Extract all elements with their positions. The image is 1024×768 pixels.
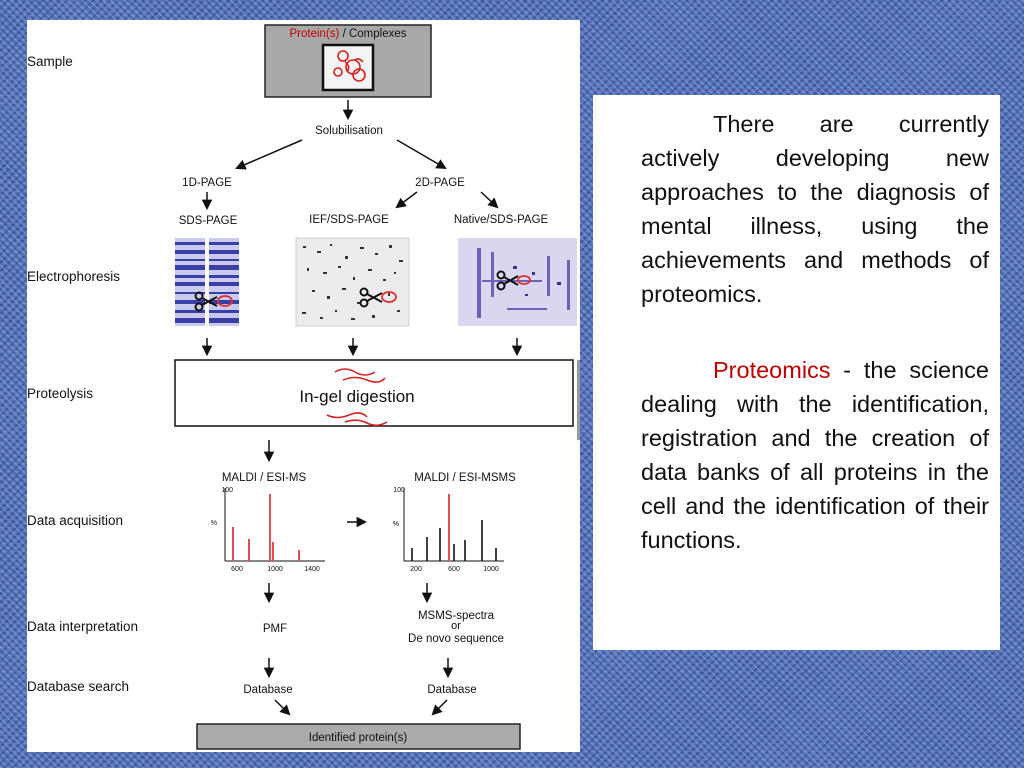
proteomics-workflow-diagram: Sample Electrophoresis Proteolysis Data …: [27, 20, 580, 752]
ief-sds-page-label: IEF/SDS-PAGE: [309, 214, 389, 226]
native-sds-page-gel-image: [458, 238, 577, 326]
identified-proteins-label: Identified protein(s): [309, 732, 408, 744]
2d-page-label: 2D-PAGE: [415, 177, 465, 189]
ms-left-x-tick-2: 1000: [267, 566, 283, 573]
description-text-panel: There are currently actively developing …: [593, 95, 1000, 650]
excised-spot-marker: [517, 275, 531, 285]
excised-spot-marker: [217, 295, 233, 307]
sample-box-title-highlight: Protein(s): [290, 28, 340, 40]
scissors-icon: [496, 270, 519, 291]
in-gel-digestion-box: In-gel digestion: [174, 359, 580, 440]
ms-left-title: MALDI / ESI-MS: [222, 472, 307, 484]
database-left-label: Database: [243, 684, 292, 696]
ms-left-y-unit: %: [211, 520, 217, 527]
de-novo-sequence-label: De novo sequence: [408, 633, 504, 645]
solubilisation-label: Solubilisation: [315, 125, 383, 137]
row-label-proteolysis: Proteolysis: [27, 386, 93, 401]
proteomics-definition: - the science dealing with the identific…: [641, 357, 989, 553]
sample-box: Protein(s) / Complexes: [264, 24, 432, 98]
or-label: or: [451, 620, 461, 632]
ms-spectrum-right: MALDI / ESI-MSMS 100 % 200 600 1000: [393, 472, 516, 573]
pmf-label: PMF: [263, 623, 287, 635]
scissors-icon: [359, 287, 383, 308]
sample-box-title: Protein(s) / Complexes: [290, 28, 407, 40]
ms-right-x-tick-3: 1000: [483, 566, 499, 573]
msms-spectra-label: MSMS-spectra: [418, 610, 495, 622]
ms-left-x-tick-1: 600: [231, 566, 243, 573]
sds-page-label: SDS-PAGE: [179, 215, 238, 227]
ms-right-y-unit: %: [393, 521, 399, 528]
row-label-database-search: Database search: [27, 679, 129, 694]
protein-complex-icon: [333, 50, 366, 82]
row-label-sample: Sample: [27, 54, 73, 69]
ms-right-x-tick-2: 600: [448, 566, 460, 573]
ms-spectrum-left: MALDI / ESI-MS 100 % 600 1000 1400: [211, 472, 325, 573]
native-sds-page-label: Native/SDS-PAGE: [454, 214, 549, 226]
database-right-label: Database: [427, 684, 476, 696]
ms-right-title: MALDI / ESI-MSMS: [414, 472, 516, 484]
identified-proteins-box: Identified protein(s): [196, 723, 521, 750]
sds-page-gel-image: [175, 238, 239, 326]
ief-sds-page-gel-image: [295, 237, 410, 327]
intro-paragraph: There are currently actively developing …: [641, 111, 989, 307]
ms-right-y-top: 100: [393, 487, 405, 494]
row-label-data-acquisition: Data acquisition: [27, 513, 123, 528]
row-label-data-interpretation: Data interpretation: [27, 619, 138, 634]
ms-left-y-top: 100: [221, 487, 233, 494]
1d-page-label: 1D-PAGE: [182, 177, 232, 189]
sample-box-title-rest: / Complexes: [339, 28, 406, 40]
peptide-fragments-icon: [326, 368, 388, 427]
row-label-electrophoresis: Electrophoresis: [27, 269, 120, 284]
excised-spot-marker: [381, 291, 397, 303]
proteomics-term: Proteomics: [713, 357, 831, 383]
ms-right-x-tick-1: 200: [410, 566, 422, 573]
scissors-icon: [194, 291, 218, 312]
definition-paragraph: Proteomics - the science dealing with th…: [641, 353, 989, 557]
ms-left-x-tick-3: 1400: [304, 566, 320, 573]
in-gel-digestion-label: In-gel digestion: [299, 387, 414, 406]
